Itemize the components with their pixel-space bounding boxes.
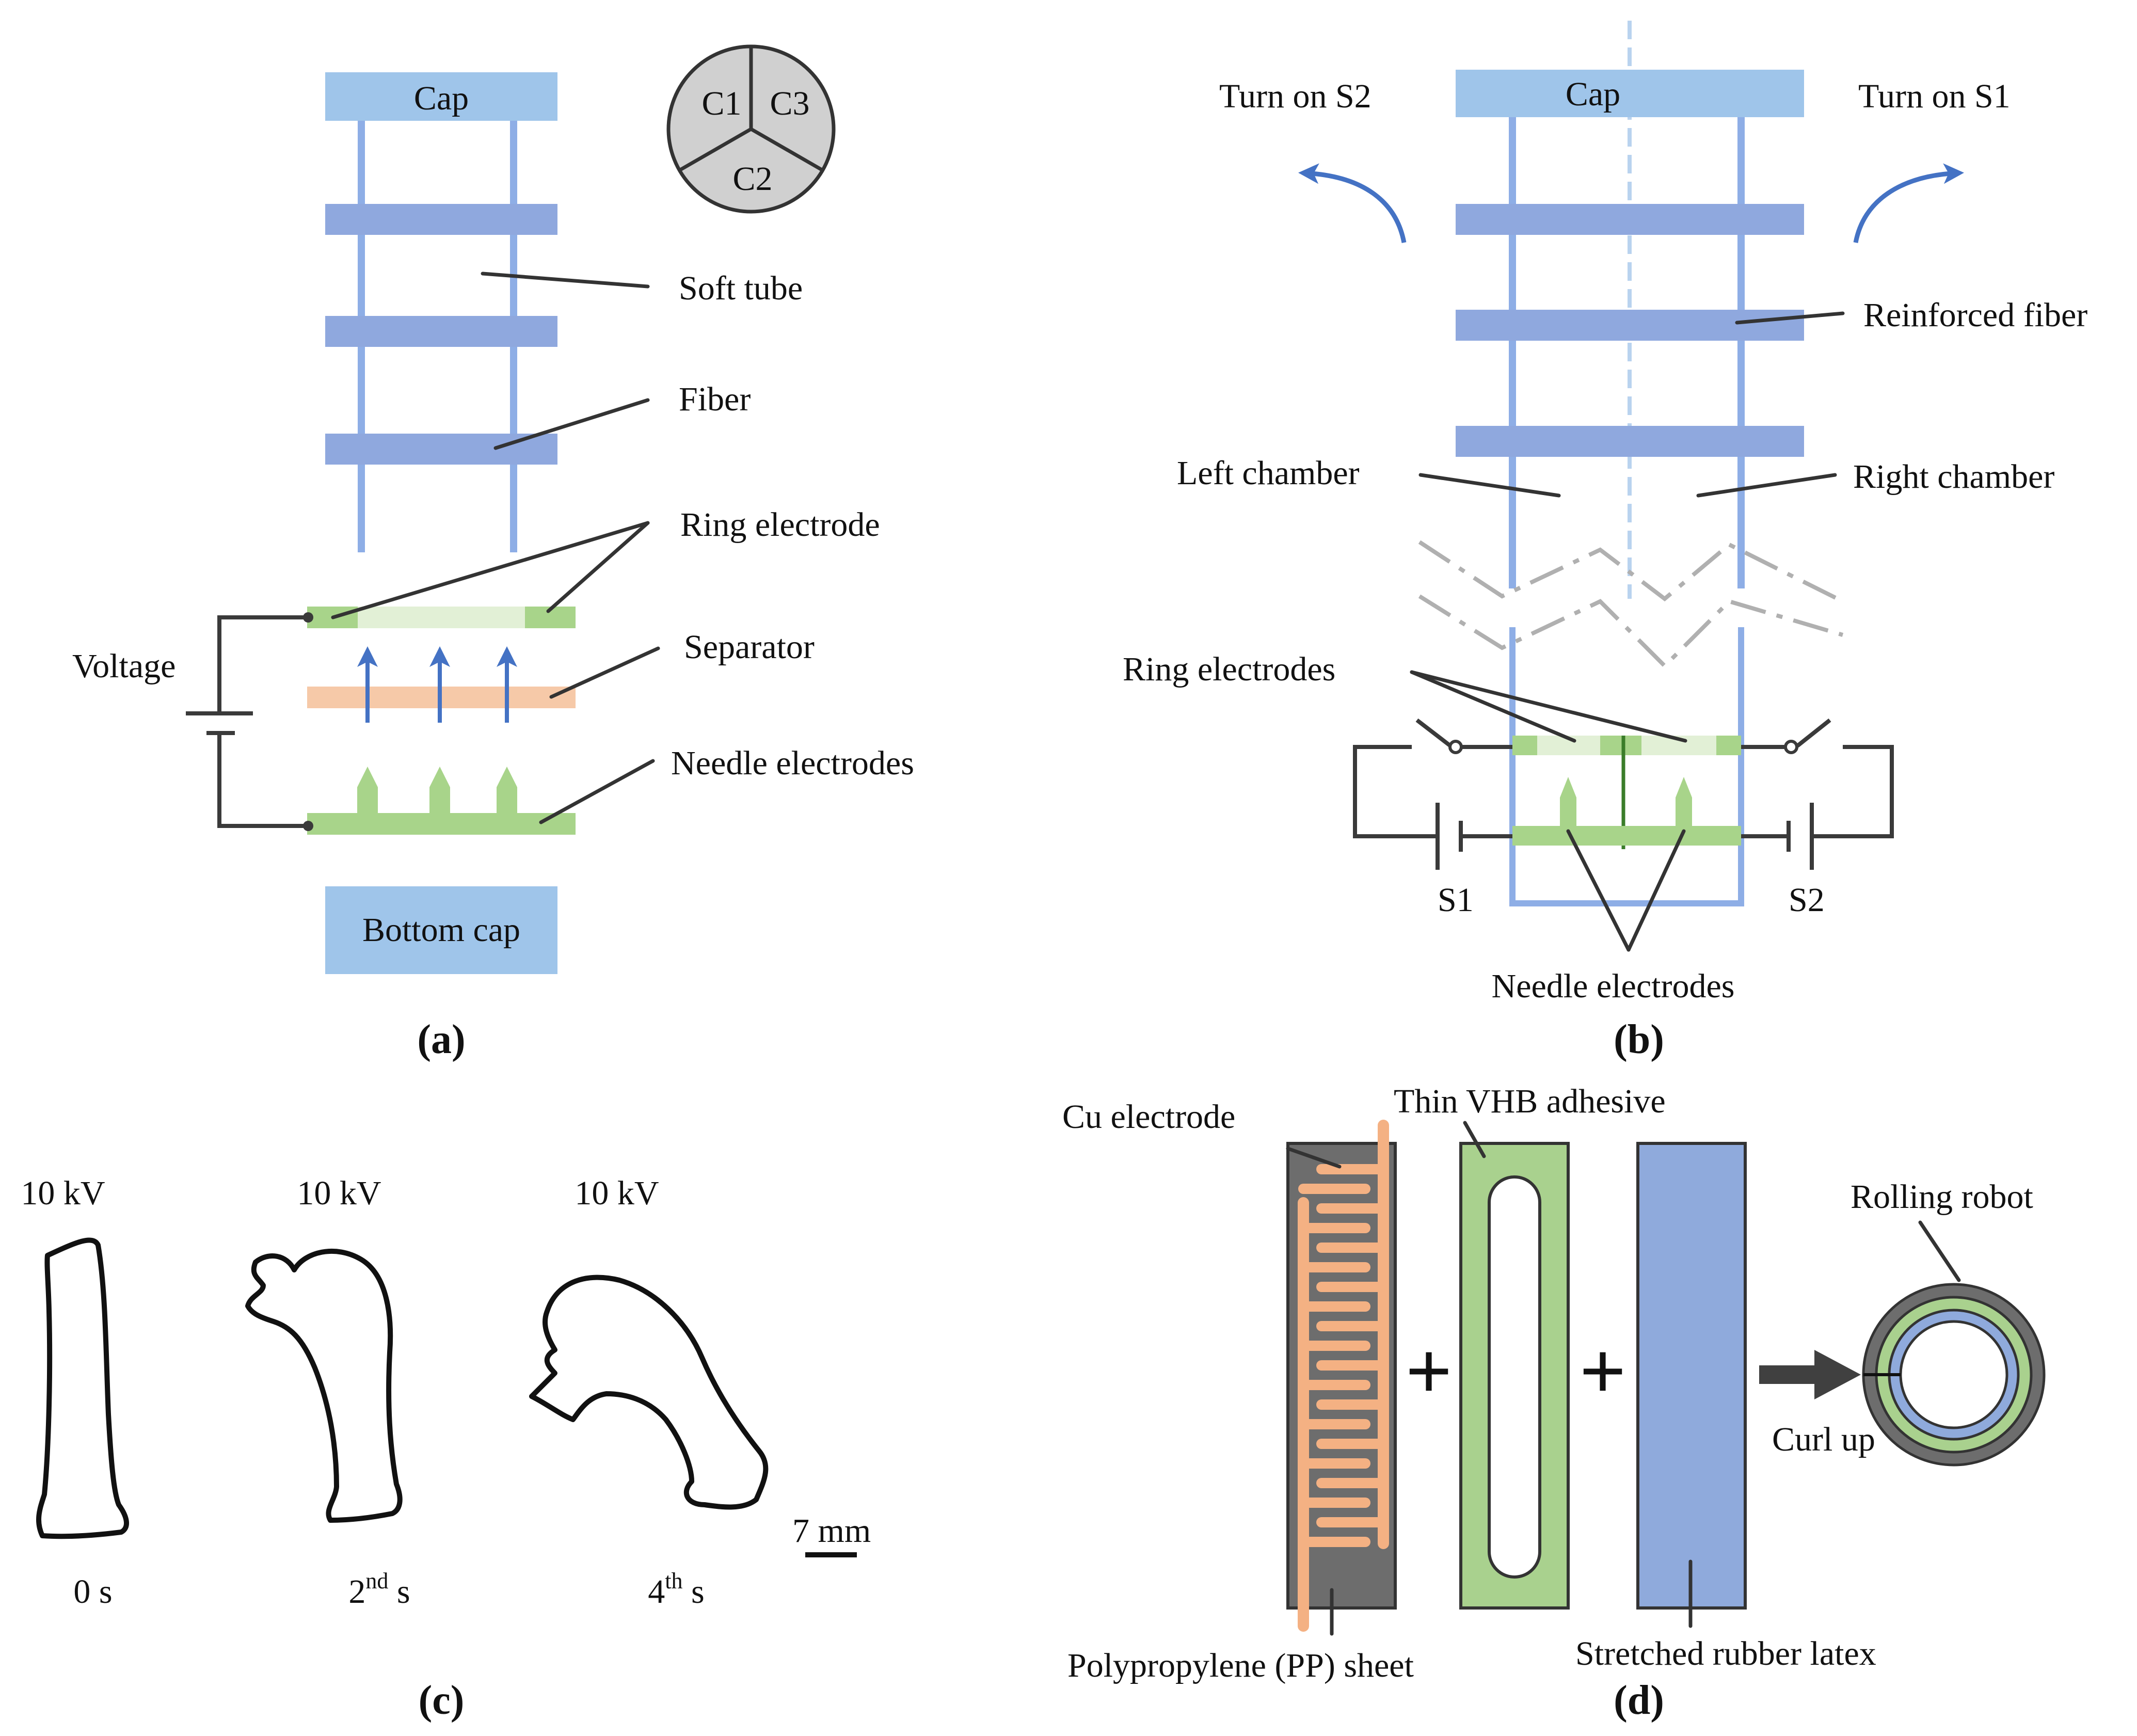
plus-sign-2: + [1579, 1325, 1626, 1417]
s2-label: S2 [1789, 881, 1825, 919]
ring-electrodes-pointer-1 [1410, 670, 1576, 743]
turn-on-s1-label: Turn on S1 [1858, 77, 2011, 115]
frame-2-time: 2nd s [348, 1568, 410, 1611]
ring-electrode-left-b [1512, 736, 1537, 755]
panel-b: Cap [1123, 21, 2087, 1062]
panel-d-label: (d) [1614, 1678, 1664, 1723]
right-chamber-label: Right chamber [1853, 458, 2054, 496]
switch-s2-circuit [1741, 718, 1894, 870]
soft-tube-pointer [481, 272, 650, 289]
left-chamber-label: Left chamber [1177, 454, 1360, 492]
reinforced-fiber-label: Reinforced fiber [1863, 296, 2087, 334]
left-chamber-pointer [1418, 473, 1561, 498]
curl-up-label: Curl up [1772, 1421, 1875, 1458]
chamber-cross-section: C1 C3 C2 [666, 44, 836, 214]
ring-electrodes-label: Ring electrodes [1123, 650, 1335, 688]
frame-1-time: 0 s [73, 1573, 112, 1611]
fiber-label: Fiber [679, 380, 751, 418]
bottom-cap-label: Bottom cap [362, 911, 520, 949]
fiber-pointer [493, 398, 650, 450]
chamber-c1-label: C1 [701, 85, 741, 122]
stretched-rubber-latex [1636, 1142, 1747, 1610]
needle-electrodes-label-b: Needle electrodes [1492, 967, 1735, 1005]
cu-electrode-fingers [1298, 1164, 1389, 1547]
panel-b-label: (b) [1614, 1017, 1664, 1062]
cu-electrode-pattern [1298, 1120, 1389, 1632]
break-line-top [1418, 540, 1844, 603]
voltage-circuit [186, 612, 313, 831]
vhb-adhesive-pointer [1463, 1121, 1486, 1158]
soft-tube-label: Soft tube [679, 269, 803, 307]
needle-electrodes-pointer-2 [1626, 829, 1686, 952]
ring-electrode-label: Ring electrode [680, 506, 880, 544]
bottom-cap-block [325, 886, 557, 974]
right-chamber-pointer [1696, 473, 1837, 498]
actuator-outline-0s [36, 1237, 129, 1539]
frame-3-time: 4th s [648, 1568, 704, 1611]
frame-1-voltage: 10 kV [21, 1174, 105, 1212]
ring-electrode-pointer-1 [331, 521, 650, 619]
tube-lower-outline [1509, 627, 1744, 906]
ring-electrode-right-b [1716, 736, 1741, 755]
turn-right-arrow [1853, 163, 1964, 243]
fiber-band-2 [325, 316, 557, 347]
plus-sign-1: + [1405, 1325, 1452, 1417]
reinforced-fiber-pointer [1735, 311, 1845, 325]
vhb-window [1488, 1175, 1541, 1579]
rolling-robot-label: Rolling robot [1851, 1178, 2033, 1216]
needle-electrodes-b [1512, 777, 1741, 846]
chamber-c3-label: C3 [770, 85, 809, 122]
panel-a: Cap C1 C3 C2 [72, 44, 914, 1062]
cap-label: Cap [414, 79, 469, 117]
frame-3-voltage: 10 kV [575, 1174, 659, 1212]
needle-electrodes-label: Needle electrodes [671, 744, 914, 782]
reinforced-fiber-band-1 [1456, 204, 1804, 235]
panel-d: + + Curl up Cu electrode Thin VHB adhesi… [1062, 1082, 2046, 1723]
turn-on-s2-label: Turn on S2 [1219, 77, 1371, 115]
fiber-band-1 [325, 204, 557, 235]
actuator-outline-4s [529, 1275, 769, 1510]
frame-2-voltage: 10 kV [297, 1174, 381, 1212]
curl-up-arrow-shaft [1759, 1365, 1816, 1384]
panel-a-label: (a) [417, 1017, 465, 1062]
break-line-bottom [1418, 594, 1844, 669]
separator-label: Separator [684, 628, 815, 666]
fiber-band-3 [325, 434, 557, 465]
voltage-label: Voltage [72, 647, 176, 685]
ring-electrode-center-right [1626, 736, 1641, 755]
cap-block-b [1456, 70, 1804, 117]
curl-up-arrow-head [1814, 1350, 1861, 1399]
needle-electrodes [307, 767, 576, 835]
needle-electrodes-pointer-1 [1566, 829, 1631, 952]
actuator-outline-2s [245, 1248, 403, 1523]
scale-bar-label: 7 mm [792, 1512, 871, 1550]
rolling-robot-pointer [1918, 1220, 1961, 1282]
stretched-rubber-latex-label: Stretched rubber latex [1575, 1635, 1876, 1673]
reinforced-fiber-band-2 [1456, 310, 1804, 341]
s1-label: S1 [1438, 881, 1474, 919]
ring-electrode-pointer-2 [546, 521, 650, 613]
ring-electrodes-pointer-2 [1410, 670, 1687, 743]
cu-electrode-pointer [1286, 1146, 1342, 1169]
chamber-c2-label: C2 [732, 160, 772, 198]
cap-label-b: Cap [1566, 75, 1620, 113]
switch-s1-circuit [1353, 718, 1512, 870]
pp-sheet-label: Polypropylene (PP) sheet [1067, 1647, 1414, 1684]
turn-left-arrow [1298, 163, 1407, 243]
separator-pointer [549, 646, 660, 699]
panel-c: 10 kV 10 kV 10 kV 0 s 2nd s 4th s 7 mm (… [21, 1174, 871, 1723]
cap-block [325, 72, 557, 121]
panel-c-label: (c) [419, 1678, 465, 1723]
rolling-robot-core [1899, 1320, 2008, 1429]
needle-electrodes-pointer [539, 759, 655, 824]
thin-vhb-adhesive-label: Thin VHB adhesive [1394, 1082, 1666, 1120]
reinforced-fiber-band-3 [1456, 426, 1804, 457]
cu-electrode-label: Cu electrode [1062, 1098, 1235, 1136]
